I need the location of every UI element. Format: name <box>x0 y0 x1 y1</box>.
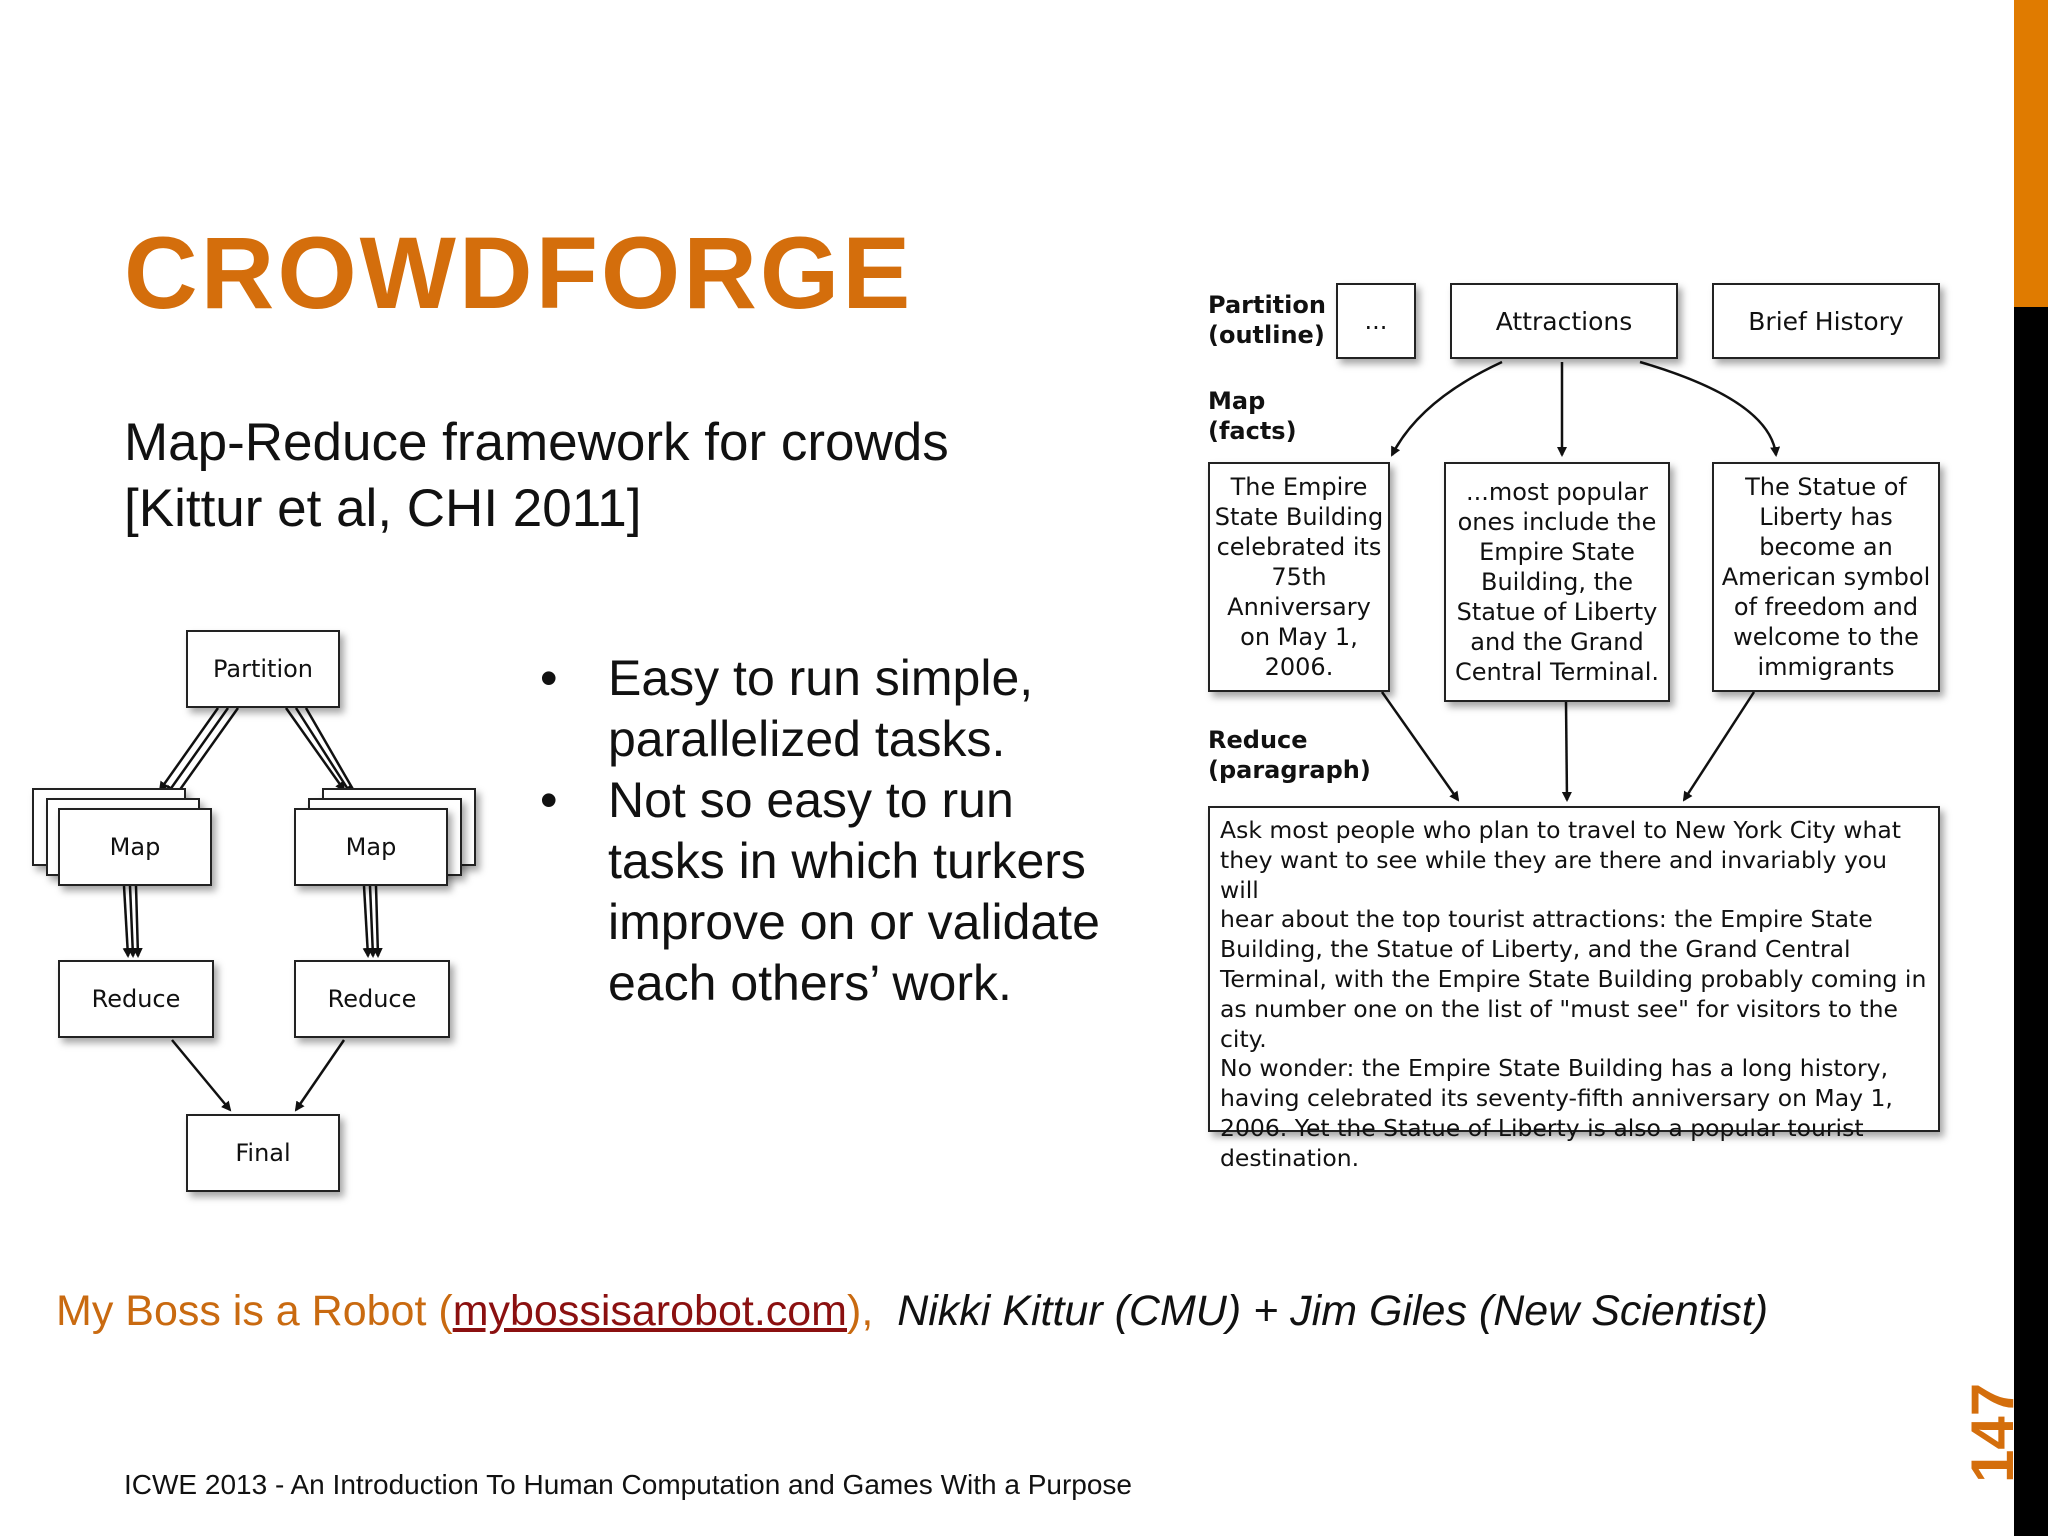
bullet-text-line: parallelized tasks. <box>608 711 1006 767</box>
reduce-node-left: Reduce <box>58 960 214 1038</box>
outline-box-label: Attractions <box>1495 306 1633 336</box>
fact-line: American symbol <box>1721 563 1931 591</box>
bullet-text-line: Easy to run simple, <box>608 650 1034 706</box>
subtitle-line: Map-Reduce framework for crowds <box>124 413 949 472</box>
fact-line: 75th <box>1271 563 1327 591</box>
outline-box-history: Brief History <box>1712 283 1940 359</box>
map-node-left: Map <box>58 808 212 886</box>
reduce-node-right: Reduce <box>294 960 450 1038</box>
bullet-item: • Easy to run simple, parallelized tasks… <box>540 648 1140 770</box>
credit-prefix: My Boss is a Robot ( <box>56 1287 453 1335</box>
fact-line: ones include the <box>1457 508 1657 536</box>
final-node: Final <box>186 1114 340 1192</box>
outline-box-label: Brief History <box>1748 306 1904 336</box>
fact-line: The Empire <box>1230 473 1368 501</box>
bullet-list: • Easy to run simple, parallelized tasks… <box>540 648 1140 1014</box>
partition-node: Partition <box>186 630 340 708</box>
stage-sublabel: (outline) <box>1208 321 1325 349</box>
paragraph-line: they want to see while they are there an… <box>1220 845 1887 904</box>
bullet-item: • Not so easy to run tasks in which turk… <box>540 770 1140 1014</box>
paragraph-line: No wonder: the Empire State Building has… <box>1220 1054 1889 1083</box>
subtitle-citation: [Kittur et al, CHI 2011] <box>124 479 642 538</box>
fact-line: 2006. <box>1264 653 1334 681</box>
bullet-text-line: Not so easy to run <box>608 772 1014 828</box>
stage-label: Partition <box>1208 291 1326 319</box>
stage-label: Reduce <box>1208 726 1308 754</box>
fact-box: ...most popular ones include the Empire … <box>1444 462 1670 702</box>
accent-bar-top <box>2014 0 2048 307</box>
paragraph-line: having celebrated its seventy-fifth anni… <box>1220 1084 1893 1113</box>
reduce-node-label: Reduce <box>327 985 417 1013</box>
fact-line: Liberty has <box>1759 503 1893 531</box>
paragraph-box: Ask most people who plan to travel to Ne… <box>1208 806 1940 1172</box>
fact-box: The Empire State Building celebrated its… <box>1208 462 1390 692</box>
fact-line: Statue of Liberty <box>1456 598 1658 626</box>
slide-title: CROWDFORGE <box>124 216 914 330</box>
bullet-text-line: tasks in which turkers <box>608 833 1086 889</box>
conference-footer: ICWE 2013 - An Introduction To Human Com… <box>124 1469 1132 1500</box>
outline-box-ellipsis: ... <box>1336 283 1416 359</box>
credit-suffix: ), <box>847 1287 874 1335</box>
fact-line: Anniversary <box>1227 593 1371 621</box>
source-credit: My Boss is a Robot (mybossisarobot.com),… <box>56 1287 1768 1336</box>
stage-label: Map <box>1208 387 1266 415</box>
slide-subtitle: Map-Reduce framework for crowds [Kittur … <box>124 410 949 542</box>
bullet-text-line: improve on or validate <box>608 894 1100 950</box>
map-stage-label: Map (facts) <box>1208 386 1297 446</box>
outline-box-label: ... <box>1364 307 1388 335</box>
map-node-label: Map <box>345 833 397 861</box>
partition-node-label: Partition <box>212 655 314 683</box>
fact-line: ...most popular <box>1465 478 1649 506</box>
fact-line: become an <box>1759 533 1893 561</box>
fact-line: celebrated its <box>1216 533 1382 561</box>
credit-authors: Nikki Kittur (CMU) + Jim Giles (New Scie… <box>897 1287 1769 1335</box>
paragraph-line: destination. <box>1220 1143 1360 1172</box>
paragraph-line: Ask most people who plan to travel to Ne… <box>1220 816 1901 844</box>
outline-box-attractions: Attractions <box>1450 283 1678 359</box>
page-number: 147 <box>1959 1382 2026 1483</box>
paragraph-line: Terminal, with the Empire State Building… <box>1220 964 1927 993</box>
source-link[interactable]: mybossisarobot.com <box>452 1287 847 1335</box>
paragraph-line: as number one on the list of "must see" … <box>1220 994 1898 1053</box>
bullet-marker: • <box>540 772 558 828</box>
accent-bar-bottom <box>2014 307 2048 1536</box>
fact-line: welcome to the <box>1733 623 1919 651</box>
reduce-stage-label: Reduce (paragraph) <box>1208 725 1371 785</box>
fact-line: Empire State <box>1479 538 1635 566</box>
partition-stage-label: Partition (outline) <box>1208 290 1326 350</box>
stage-sublabel: (paragraph) <box>1208 756 1371 784</box>
fact-box: The Statue of Liberty has become an Amer… <box>1712 462 1940 692</box>
stage-sublabel: (facts) <box>1208 417 1297 445</box>
paragraph-line: hear about the top tourist attractions: … <box>1220 905 1873 934</box>
fact-line: The Statue of <box>1745 473 1907 501</box>
paragraph-line: Building, the Statue of Liberty, and the… <box>1220 935 1851 964</box>
map-node-right: Map <box>294 808 448 886</box>
final-node-label: Final <box>235 1139 291 1167</box>
fact-line: and the Grand <box>1470 628 1644 656</box>
paragraph-line: 2006. Yet the Statue of Liberty is also … <box>1220 1113 1864 1142</box>
map-node-label: Map <box>109 833 161 861</box>
fact-line: Central Terminal. <box>1454 658 1660 686</box>
fact-line: immigrants <box>1757 653 1895 681</box>
fact-line: on May 1, <box>1240 623 1358 651</box>
bullet-marker: • <box>540 650 558 706</box>
fact-line: State Building <box>1214 503 1384 531</box>
reduce-node-label: Reduce <box>91 985 181 1013</box>
bullet-text-line: each others’ work. <box>608 955 1012 1011</box>
fact-line: of freedom and <box>1733 593 1919 621</box>
fact-line: Building, the <box>1480 568 1633 596</box>
